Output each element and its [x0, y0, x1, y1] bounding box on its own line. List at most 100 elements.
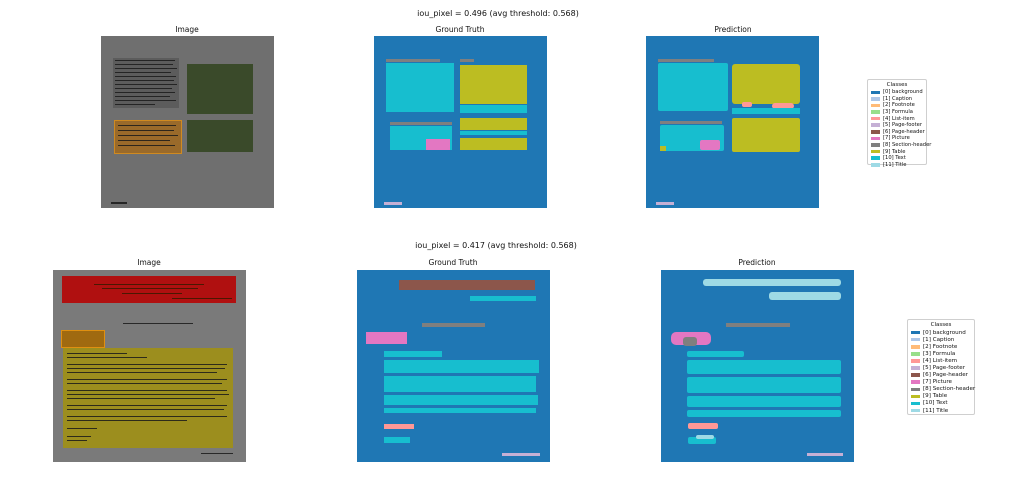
gt-table-region — [460, 65, 527, 104]
gt-text-region — [384, 376, 536, 392]
legend-label: [8] Section-header — [883, 142, 932, 149]
legend-label: [6] Page-header — [923, 372, 968, 379]
pred-text-region — [658, 63, 728, 111]
pred-list-item — [742, 102, 752, 107]
gt-text-region — [384, 408, 536, 413]
legend-swatch — [871, 97, 880, 101]
legend-swatch — [911, 352, 920, 356]
legend-label: [5] Page-footer — [883, 122, 922, 129]
gt-text-region — [460, 131, 527, 135]
doc-highlight-block — [114, 120, 182, 154]
pred-table-region — [732, 118, 800, 152]
row-2-suptitle: iou_pixel = 0.417 (avg threshold: 0.568) — [415, 241, 577, 250]
row-1-prediction-title: Prediction — [714, 25, 752, 34]
legend-label: [2] Footnote — [883, 102, 915, 109]
pred-title-region — [769, 292, 841, 300]
row-1-image-title: Image — [175, 25, 199, 34]
legend-item: [7] Picture — [871, 135, 923, 142]
gt-section-header — [386, 59, 440, 62]
legend-item: [1] Caption — [911, 336, 971, 343]
gt-section-header — [422, 323, 485, 327]
legend-item: [7] Picture — [911, 379, 971, 386]
doc-table-block — [187, 64, 253, 114]
legend-item: [10] Text — [911, 400, 971, 407]
legend-swatch — [911, 380, 920, 384]
legend-item: [11] Title — [871, 162, 923, 169]
legend-item: [5] Page-footer — [911, 364, 971, 371]
legend-item: [5] Page-footer — [871, 122, 923, 129]
legend-item: [8] Section-header — [911, 386, 975, 393]
pred-page-footer — [656, 202, 674, 205]
legend-label: [7] Picture — [883, 135, 910, 142]
gt-text-region — [384, 437, 410, 443]
legend-swatch — [911, 408, 920, 413]
gt-table-region — [460, 138, 527, 150]
pred-table-region — [732, 64, 800, 104]
legend-label: [9] Table — [923, 393, 948, 400]
gt-section-header — [460, 59, 474, 62]
legend-label: [0] background — [923, 329, 966, 336]
pred-text-region — [732, 108, 800, 114]
legend-swatch — [911, 344, 920, 349]
legend-swatch — [871, 136, 880, 141]
row-2-image-title: Image — [137, 258, 161, 267]
legend-swatch — [871, 156, 880, 161]
pred-section-header — [658, 59, 714, 62]
gt-text-region — [384, 360, 539, 373]
gt-text-region — [460, 105, 527, 113]
pred-text-region — [687, 377, 841, 393]
legend-label: [10] Text — [883, 155, 906, 162]
legend-item: [4] List-item — [871, 115, 923, 122]
gt-table-region — [460, 118, 527, 130]
legend-label: [3] Formula — [883, 109, 913, 116]
legend-items: [0] background[1] Caption[2] Footnote[3]… — [911, 329, 975, 414]
legend-label: [4] List-item — [883, 115, 915, 122]
pred-text-region — [687, 351, 744, 357]
row-1-ground-truth-title: Ground Truth — [435, 25, 485, 34]
doc-text-block — [113, 58, 179, 108]
pred-title-region — [703, 279, 841, 286]
gt-text-region — [386, 63, 454, 113]
row-1-document-image — [101, 36, 274, 208]
legend-item: [11] Title — [911, 407, 971, 414]
legend-item: [0] background — [871, 89, 923, 96]
row-1-suptitle: iou_pixel = 0.496 (avg threshold: 0.568) — [417, 9, 579, 18]
legend-swatch — [871, 103, 880, 108]
legend-swatch — [911, 401, 920, 406]
legend-swatch — [871, 143, 880, 147]
pred-page-footer — [807, 453, 843, 456]
legend-item: [6] Page-header — [871, 128, 925, 136]
legend-label: [9] Table — [883, 148, 906, 155]
gt-text-region — [470, 296, 536, 301]
legend-label: [8] Section-header — [923, 386, 976, 393]
legend-title: Classes — [886, 82, 908, 88]
legend-swatch — [871, 110, 880, 114]
legend-label: [0] background — [883, 89, 923, 96]
gt-page-footer — [384, 202, 402, 205]
legend-swatch — [871, 149, 880, 154]
legend-item: [0] background — [911, 329, 971, 336]
row-2-ground-truth-mask — [357, 270, 550, 462]
legend-label: [1] Caption — [923, 336, 955, 343]
pred-text-region — [688, 437, 716, 444]
row-2-document-image — [53, 270, 246, 462]
legend-title: Classes — [930, 322, 952, 328]
legend-swatch — [911, 337, 920, 342]
legend-swatch — [911, 366, 920, 370]
legend-label: [6] Page-header — [883, 128, 925, 135]
pred-list-item — [772, 103, 794, 109]
row-1-ground-truth-mask — [374, 36, 547, 208]
legend-swatch — [871, 123, 880, 128]
gt-page-header — [399, 280, 535, 290]
legend-swatch — [871, 163, 880, 167]
legend-swatch — [911, 373, 920, 377]
legend-item: [9] Table — [871, 148, 923, 155]
row-2-legend: Classes [0] background[1] Caption[2] Foo… — [907, 319, 975, 415]
legend-label: [4] List-item — [923, 357, 958, 364]
doc-table-block-2 — [187, 120, 253, 152]
legend-swatch — [911, 359, 920, 363]
pred-text-region — [687, 396, 841, 407]
legend-item: [9] Table — [911, 393, 971, 400]
row-2-ground-truth-title: Ground Truth — [428, 258, 478, 267]
gt-text-region — [384, 351, 442, 357]
